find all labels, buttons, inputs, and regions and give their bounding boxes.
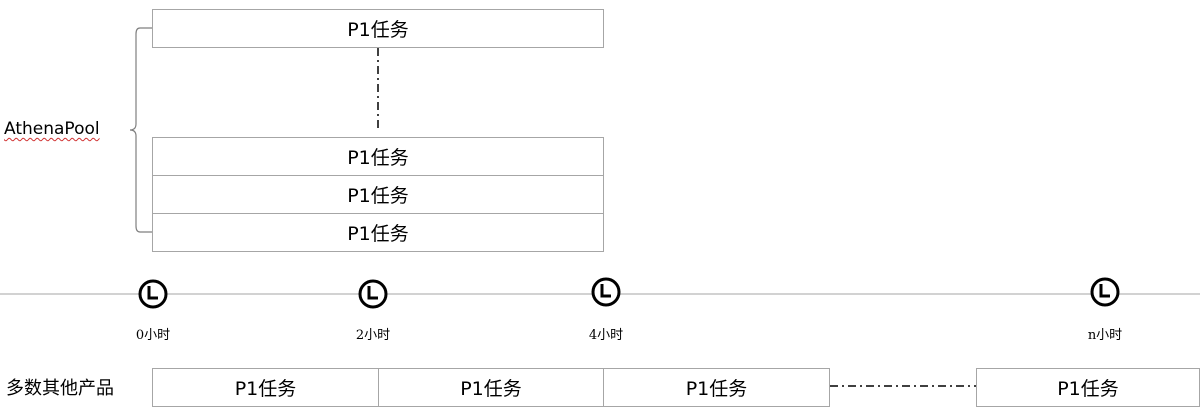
- pool-label: AthenaPool: [4, 119, 100, 139]
- clock-icon: [591, 277, 621, 307]
- product-task: P1任务: [976, 368, 1200, 407]
- pool-stack-task: P1任务: [152, 175, 604, 214]
- product-task: P1任务: [378, 368, 604, 407]
- clock-icon: [358, 279, 388, 309]
- pool-top-task: P1任务: [152, 9, 604, 48]
- pool-stack-task: P1任务: [152, 137, 604, 176]
- product-task: P1任务: [603, 368, 830, 407]
- products-label: 多数其他产品: [6, 378, 114, 399]
- time-label: 4小时: [588, 328, 624, 343]
- clock-icon: [1090, 277, 1120, 307]
- time-label: 2小时: [355, 328, 391, 343]
- time-label: n小时: [1087, 328, 1123, 343]
- product-task: P1任务: [152, 368, 379, 407]
- time-label: 0小时: [135, 328, 171, 343]
- pool-stack-task: P1任务: [152, 213, 604, 252]
- pool-brace: [129, 27, 152, 233]
- clock-icon: [138, 279, 168, 309]
